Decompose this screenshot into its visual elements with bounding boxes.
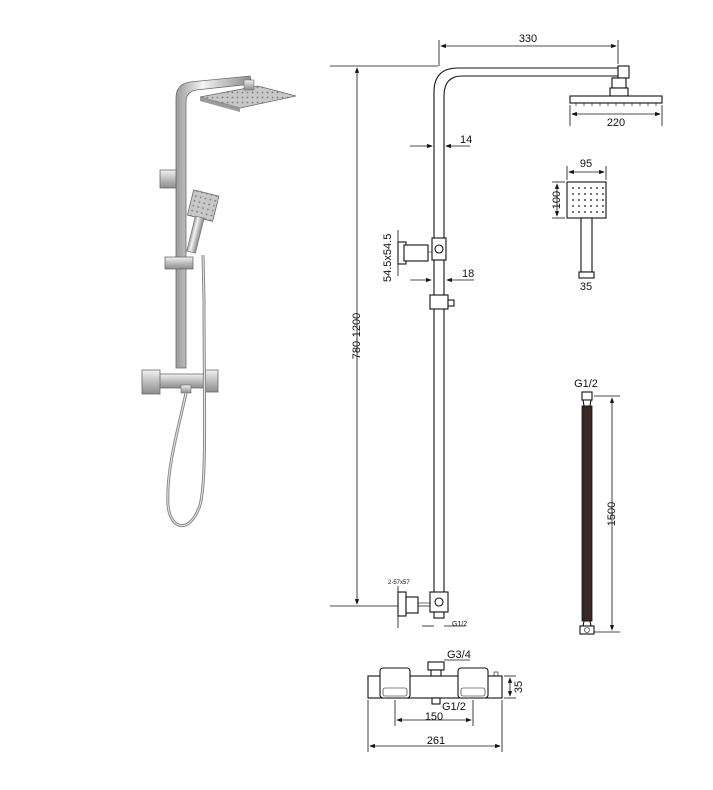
valve-handle-left [141,369,161,395]
outlet-knob [434,597,444,607]
dim-handle-diameter: 35 [580,281,592,293]
valve-handle-right [203,369,219,393]
dim-valve-depth: 35 [513,681,525,693]
dim-slider-width: 18 [462,268,474,280]
hand-shower-detail: 95 100 35 [551,158,607,293]
outlet-nut [433,611,445,619]
slider-holder [164,256,194,270]
riser-pipe [175,75,253,369]
head-connector [609,87,629,97]
dim-height-range: 780-1200 [351,313,363,360]
valve-left-handle [379,667,411,699]
shower-hose-highlight [167,254,206,527]
dim-bracket-size: 54.5x54.5 [382,234,394,282]
riser-outline-left [433,67,620,600]
arm-end-cap [617,65,630,79]
valve-bottom-inlet [431,697,441,705]
shower-column-photo [141,75,297,528]
hose-bottom-thread [584,627,590,633]
hose-bottom-nut [579,625,595,635]
slider-knob [447,299,455,307]
dim-wall-flange: 2-57x57 [388,580,410,586]
hose-detail: G1/2 1500 [574,378,620,635]
hose-top-nut [581,391,593,401]
rain-head-nozzles [575,103,657,106]
dim-outlet-connector: G1/2 [452,621,467,628]
dim-valve-centers: 150 [425,711,443,723]
handshower-handle [580,217,593,273]
dim-head-width: 220 [607,117,625,129]
hand-shower [186,189,220,254]
valve-right-handle [457,667,489,699]
valve-left-handle-grip [382,687,408,697]
hose-top-cone [582,399,592,407]
valve-side-pin [493,671,499,677]
valve-top-outlet [427,661,445,671]
dim-arm-length: 330 [519,33,537,45]
hose-bottom-cone [582,620,592,627]
rain-head-edge [200,97,240,112]
dim-pipe-diameter: 14 [460,134,472,146]
dim-valve-bottom-connector: G1/2 [442,701,466,713]
riser-outline-right [443,75,620,600]
dim-hose-length: 1500 [606,502,618,526]
valve-outlet [180,384,192,394]
hose-body [581,405,593,622]
valve-right-handle-grip [460,687,486,697]
dim-handshower-height: 100 [551,191,563,209]
bracket-body [403,244,429,262]
dim-valve-width: 261 [427,735,445,747]
wall-flange [397,591,407,617]
handshower-connector [578,271,595,279]
rain-head-profile [569,95,663,104]
flange-body [405,596,419,614]
slider-holder [429,294,449,310]
head-neck [611,77,627,89]
dim-handshower-width: 95 [580,158,592,170]
head-connector [243,79,255,91]
dim-valve-top-connector: G3/4 [447,649,471,661]
bracket-knob [434,244,444,254]
column-elevation-drawing: 330 220 14 54.5x54.5 18 780-1200 [330,33,663,628]
handshower-nozzles [572,187,604,213]
wall-bracket [159,169,177,189]
thermostatic-valve-view: G3/4 35 G1/2 150 261 [367,649,525,752]
valve-top-neck [430,669,442,677]
dim-hose-connector: G1/2 [574,378,598,390]
